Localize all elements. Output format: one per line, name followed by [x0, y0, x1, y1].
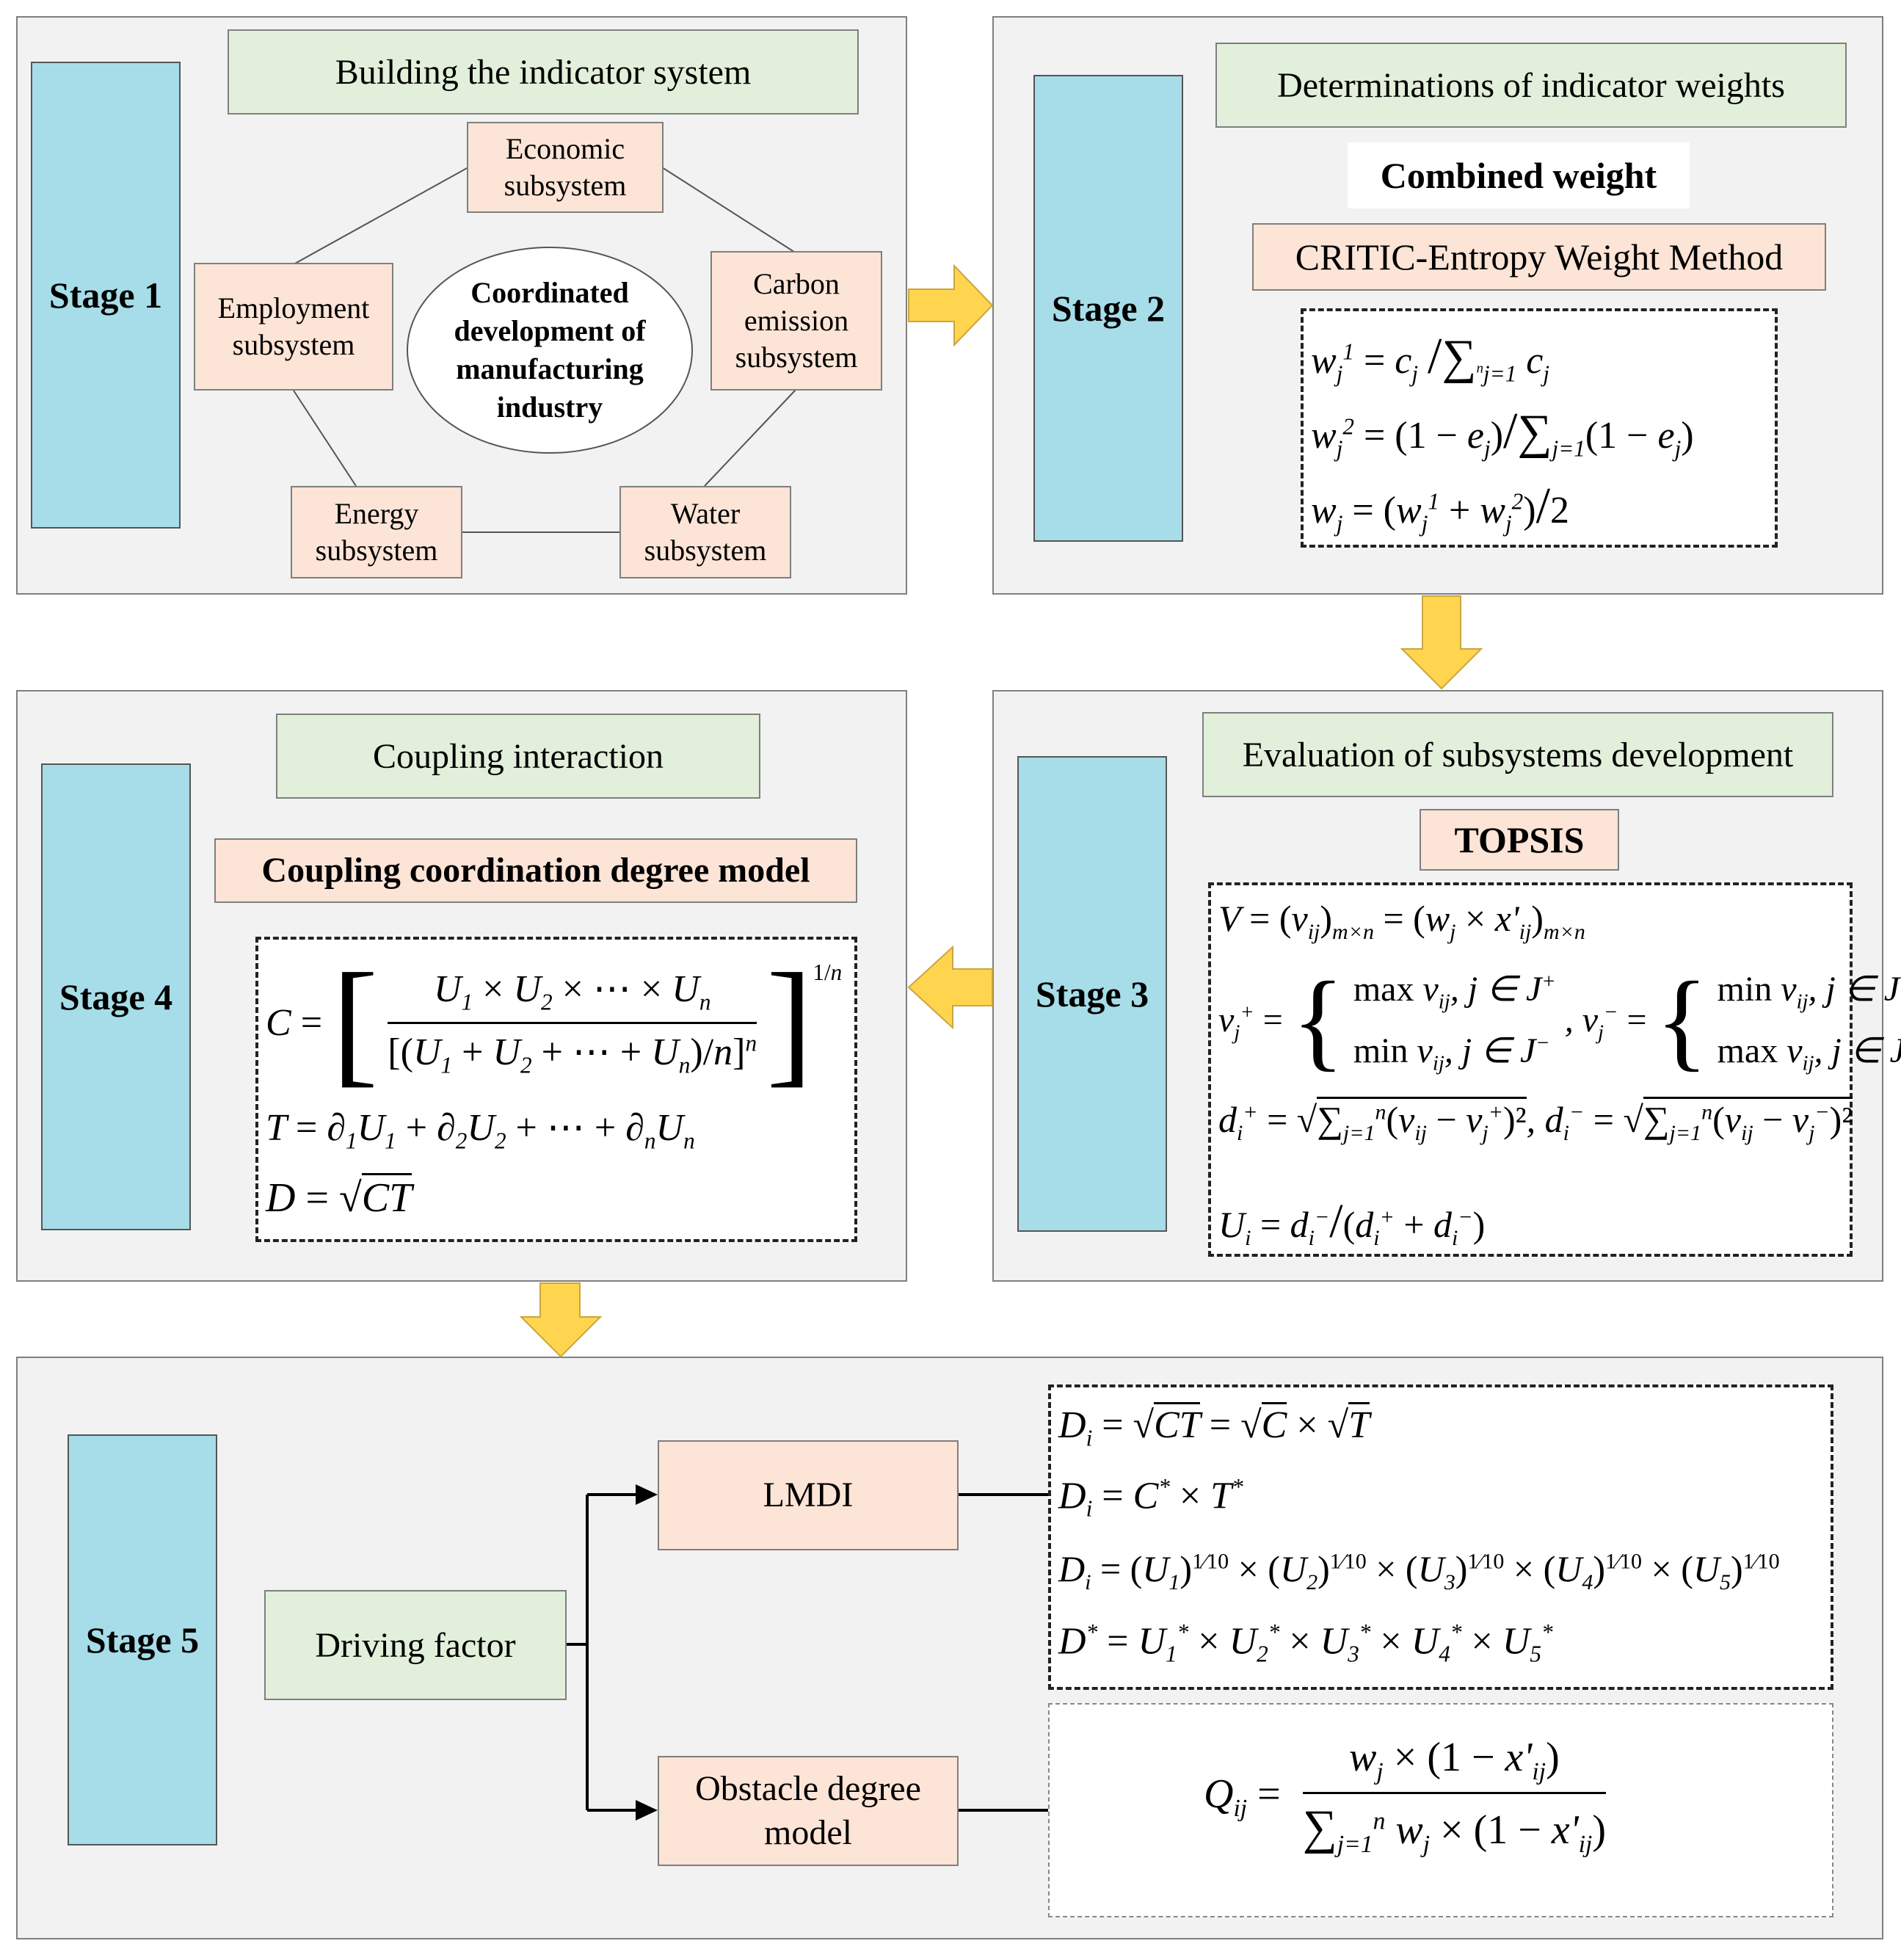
- arrow-stage3-to-stage4: [907, 945, 993, 1030]
- obstacle-formula-box: Qij = wj × (1 − x'ij) ∑j=1n wj × (1 − x'…: [1048, 1703, 1833, 1917]
- arrow-stage2-to-stage3: [1400, 595, 1483, 690]
- formula-v: V = (vij)m×n = (wj × x'ij)m×n: [1218, 898, 1585, 944]
- formula-w1: wj1 = cj /∑nj=1 cj: [1311, 328, 1549, 387]
- energy-subsystem: Energy subsystem: [291, 486, 462, 578]
- stage5-arrowheads: [636, 1484, 658, 1821]
- economic-subsystem: Economic subsystem: [467, 122, 664, 213]
- coordinated-development-node: Coordinated development of manufacturing…: [407, 247, 693, 454]
- coupling-formulas: C = [ U1 × U2 × ⋯ × Un [(U1 + U2 + ⋯ + U…: [255, 937, 857, 1242]
- stage1-label: Stage 1: [31, 62, 181, 529]
- coupling-coordination-model: Coupling coordination degree model: [214, 838, 857, 903]
- arrow-stage1-to-stage2: [908, 264, 994, 347]
- topsis-formulas: V = (vij)m×n = (wj × x'ij)m×n vj+ = { ma…: [1208, 882, 1901, 1257]
- water-subsystem: Water subsystem: [619, 486, 791, 578]
- obstacle-degree-box: Obstacle degree model: [658, 1756, 959, 1866]
- subsystem-links: [293, 167, 797, 533]
- formula-ideal: vj+ = { max vij, j ∈ J+min vij, j ∈ J− ,…: [1218, 959, 1901, 1081]
- stage1-title: Building the indicator system: [228, 29, 859, 115]
- stage5-links: [565, 1493, 1048, 1812]
- formula-distance: di+ = √∑j=1n(vij − vj+)², di− = √∑j=1n(v…: [1218, 1097, 1853, 1146]
- weight-formulas: wj1 = cj /∑nj=1 cj wj2 = (1 − ej)/∑j=1(1…: [1301, 308, 1778, 548]
- stage2-label: Stage 2: [1033, 75, 1183, 542]
- center-label: Coordinated development of manufacturing…: [454, 276, 646, 424]
- employment-subsystem: Employment subsystem: [194, 263, 393, 391]
- stage3-title: Evaluation of subsystems development: [1202, 712, 1833, 797]
- formula-t: T = ∂1U1 + ∂2U2 + ⋯ + ∂nUn: [266, 1107, 695, 1154]
- combined-weight-label: Combined weight: [1348, 142, 1690, 208]
- topsis-method: TOPSIS: [1420, 809, 1619, 871]
- formula-w2: wj2 = (1 − ej)/∑j=1(1 − ej): [1311, 403, 1694, 462]
- formula-d: D = √CT: [266, 1173, 412, 1222]
- flow-arrows: [519, 264, 1483, 1358]
- stage5-label: Stage 5: [68, 1434, 217, 1845]
- lmdi-formulas: Di = √CT = √C × √T Di = C* × T* Di = (U1…: [1048, 1384, 1833, 1690]
- stage4-label: Stage 4: [41, 763, 191, 1230]
- formula-dstar: D* = U1* × U2* × U3* × U4* × U5*: [1058, 1619, 1553, 1667]
- lmdi-box: LMDI: [658, 1440, 959, 1550]
- stage3-label: Stage 3: [1017, 756, 1167, 1232]
- stage4-title: Coupling interaction: [276, 714, 760, 799]
- critic-entropy-method: CRITIC-Entropy Weight Method: [1252, 223, 1826, 291]
- stage2-title: Determinations of indicator weights: [1215, 43, 1847, 128]
- formula-di-star: Di = C* × T*: [1058, 1474, 1243, 1522]
- formula-u: Ui = di−/(di+ + di−): [1218, 1194, 1486, 1250]
- formula-c: C = [ U1 × U2 × ⋯ × Un [(U1 + U2 + ⋯ + U…: [266, 945, 843, 1100]
- formula-wj: wj = (wj1 + wj2)/2: [1311, 478, 1570, 537]
- arrow-stage4-to-stage5: [519, 1282, 603, 1358]
- driving-factor-box: Driving factor: [264, 1590, 567, 1700]
- formula-q: Qij = wj × (1 − x'ij) ∑j=1n wj × (1 − x'…: [1204, 1735, 1607, 1859]
- formula-di-product: Di = (U1)1⁄10 × (U2)1⁄10 × (U3)1⁄10 × (U…: [1058, 1548, 1780, 1594]
- carbon-emission-subsystem: Carbon emission subsystem: [710, 251, 882, 391]
- formula-di-sqrt: Di = √CT = √C × √T: [1058, 1402, 1370, 1451]
